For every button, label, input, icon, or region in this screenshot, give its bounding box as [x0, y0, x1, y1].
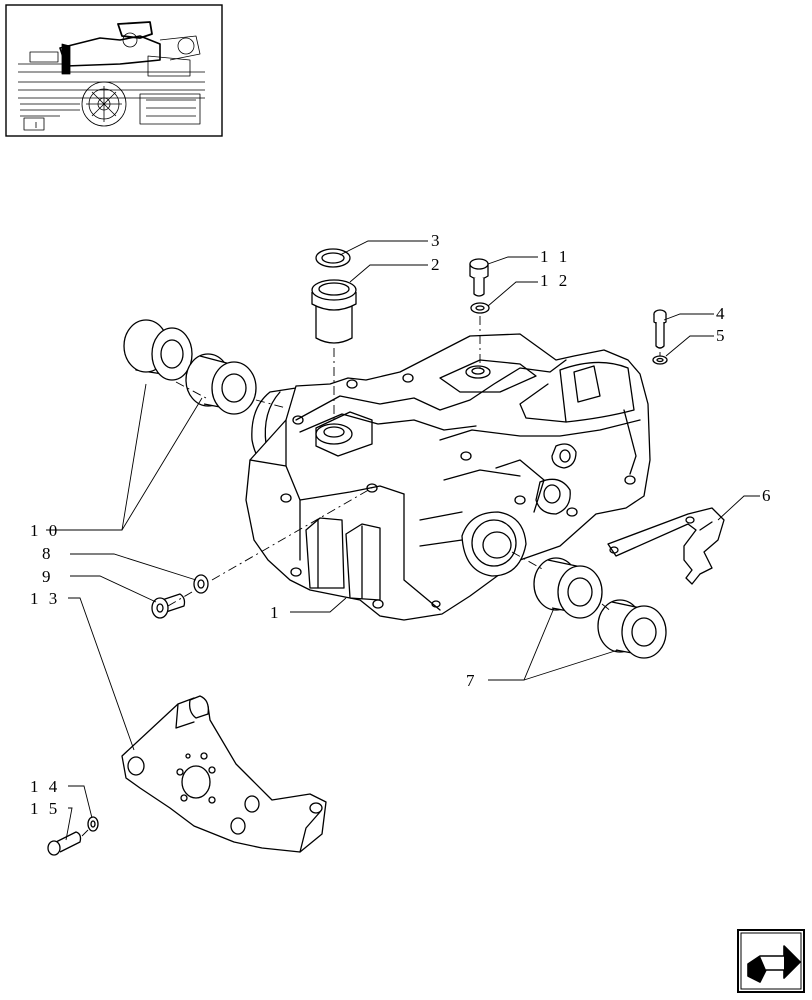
- part-13-mounting-plate: [121, 695, 327, 853]
- part-15-bolt: [47, 831, 82, 856]
- label-part-11: 1 1: [540, 247, 570, 266]
- part-7-bushing-b: [597, 599, 667, 659]
- part-11-screw: [469, 258, 489, 297]
- part-12-washer: [470, 302, 490, 314]
- label-part-7: 7: [466, 671, 478, 690]
- label-part-10: 1 0: [30, 521, 60, 540]
- label-part-5: 5: [716, 326, 728, 345]
- part-2-sleeve: [311, 279, 357, 344]
- label-part-9: 9: [42, 567, 54, 586]
- tractor-thumbnail-icon[interactable]: [5, 4, 223, 137]
- leader-lines: [46, 240, 760, 841]
- label-part-6: 6: [762, 486, 774, 505]
- part-10-bushing-a: [123, 319, 193, 381]
- part-5-washer: [652, 355, 668, 365]
- label-part-8: 8: [42, 544, 54, 563]
- label-part-14: 1 4: [30, 777, 60, 796]
- label-part-4: 4: [716, 304, 728, 323]
- label-part-12: 1 2: [540, 271, 570, 290]
- part-10-bushing-b: [185, 353, 257, 415]
- label-part-15: 1 5: [30, 799, 60, 818]
- part-9-bolt: [151, 593, 186, 619]
- next-page-arrow-icon[interactable]: [737, 929, 805, 993]
- label-part-3: 3: [431, 231, 443, 250]
- lift-housing: [245, 333, 651, 621]
- label-part-13: 1 3: [30, 589, 60, 608]
- assembly-lines: [81, 316, 661, 837]
- label-part-2: 2: [431, 255, 443, 274]
- callout-labels: 3 2 1 1 1 2 4 5 6 1 0 8 9 1 3 1 7 1 4 1 …: [30, 231, 774, 818]
- part-8-washer: [193, 574, 209, 594]
- label-part-1: 1: [270, 603, 282, 622]
- part-3-o-ring: [315, 248, 351, 268]
- part-6-bracket: [607, 507, 725, 585]
- part-7-bushing-a: [533, 557, 603, 619]
- part-4-bolt: [653, 309, 667, 349]
- part-14-washer: [87, 816, 99, 832]
